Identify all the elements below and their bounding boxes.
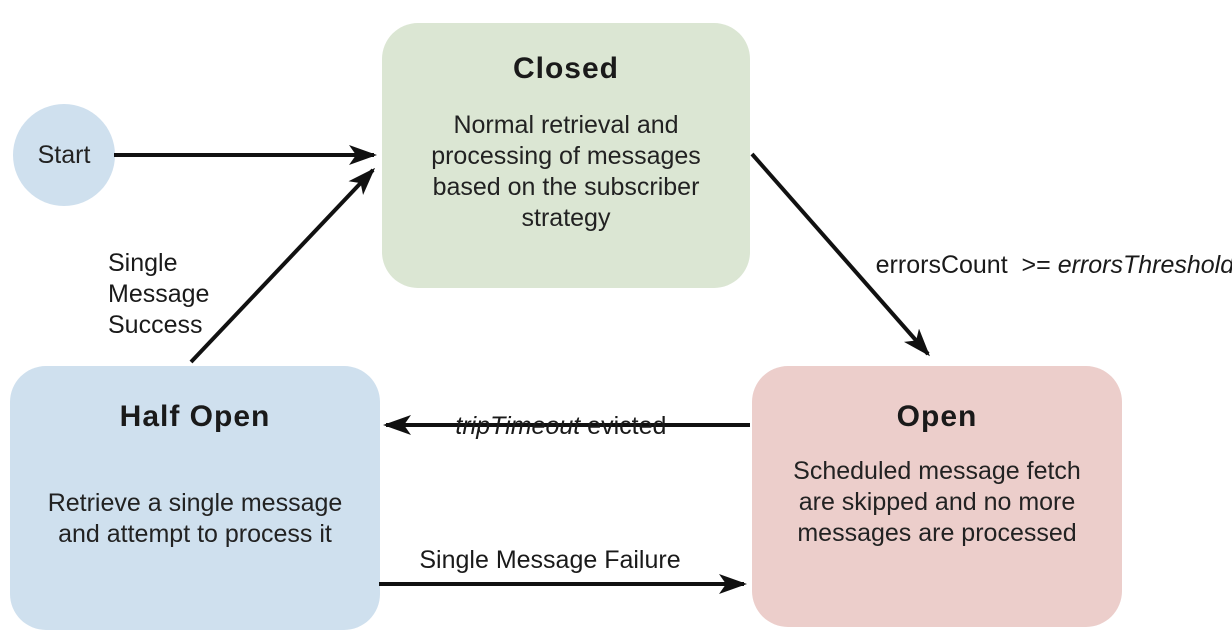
state-open-title: Open bbox=[896, 400, 978, 433]
state-closed-title: Closed bbox=[512, 52, 620, 85]
label-half-open-to-closed: Single Message Success bbox=[108, 249, 210, 339]
label-open-to-half-open-italic: tripTimeout bbox=[455, 412, 581, 440]
state-half-open: Half Open Retrieve a single message and … bbox=[10, 366, 380, 630]
state-open-description: Scheduled message fetch are skipped and … bbox=[793, 457, 1081, 547]
label-half-open-to-open: Single Message Failure bbox=[419, 546, 681, 574]
label-open-to-half-open-plain: evicted bbox=[580, 412, 667, 440]
state-start-label: Start bbox=[37, 140, 91, 169]
state-half-open-title: Half Open bbox=[119, 400, 271, 433]
state-closed: Closed Normal retrieval and processing o… bbox=[382, 23, 750, 288]
label-closed-to-open-italic: errorsThreshold bbox=[1057, 251, 1232, 279]
label-open-to-half-open: tripTimeout evicted bbox=[428, 380, 667, 473]
state-half-open-description: Retrieve a single message and attempt to… bbox=[47, 489, 343, 548]
arrow-closed-to-open bbox=[750, 152, 930, 357]
label-closed-to-open: errorsCount >= errorsThreshold bbox=[848, 219, 1232, 312]
state-start: Start bbox=[13, 104, 115, 206]
arrow-half-open-to-closed bbox=[189, 167, 376, 364]
state-open: Open Scheduled message fetch are skipped… bbox=[752, 366, 1122, 627]
state-closed-description: Normal retrieval and processing of messa… bbox=[431, 111, 701, 232]
label-closed-to-open-plain: errorsCount >= bbox=[875, 251, 1058, 279]
